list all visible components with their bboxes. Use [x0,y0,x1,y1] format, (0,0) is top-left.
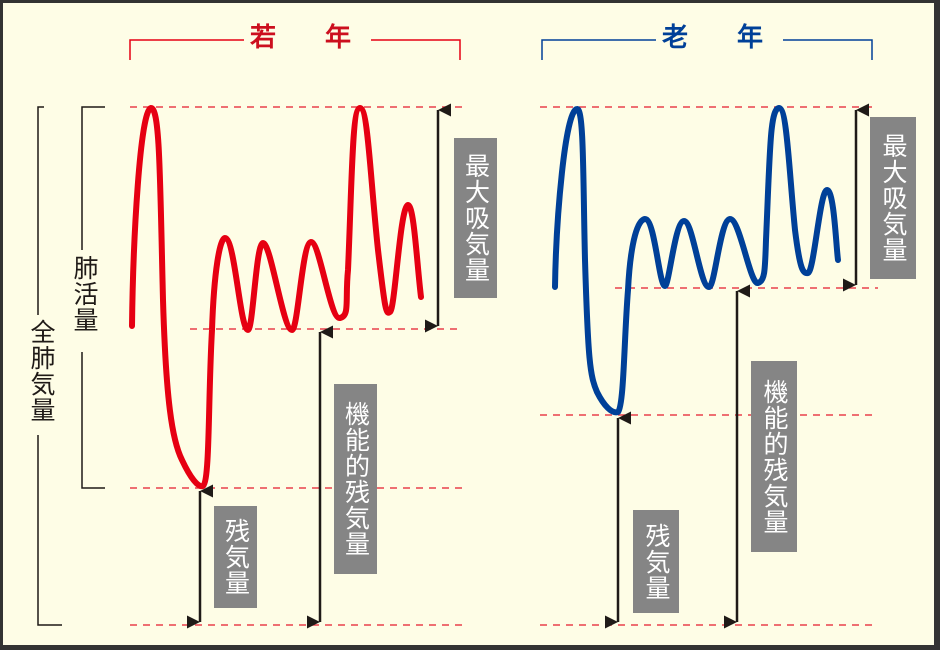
vital-capacity-bracket-bottom [81,352,105,489]
total-lung-capacity-label: 全肺気量 [23,315,59,427]
old-title: 老 年 [656,23,784,53]
diagram-svg [37,39,878,629]
young-ic-label: 最大吸気量 [454,138,497,298]
young-rv-label: 残気量 [214,506,257,608]
lung-volume-diagram: 若 年 老 年 全肺気量 肺活量 最大吸気量 機能的残気量 残気量 最大吸気量 … [3,3,934,645]
young-title: 若 年 [244,23,372,53]
old-ic-label: 最大吸気量 [870,117,916,279]
young-frc-label: 機能的残気量 [334,384,377,574]
vital-capacity-bracket-top [81,106,105,250]
old-frc-label: 機能的残気量 [751,361,797,552]
vital-capacity-label: 肺活量 [66,251,102,337]
old-breathing-curve [552,105,841,416]
old-rv-label: 残気量 [633,510,679,613]
young-breathing-curve [129,105,424,490]
total-lung-capacity-bracket-top [37,106,44,315]
total-lung-capacity-bracket-bottom [37,435,62,626]
